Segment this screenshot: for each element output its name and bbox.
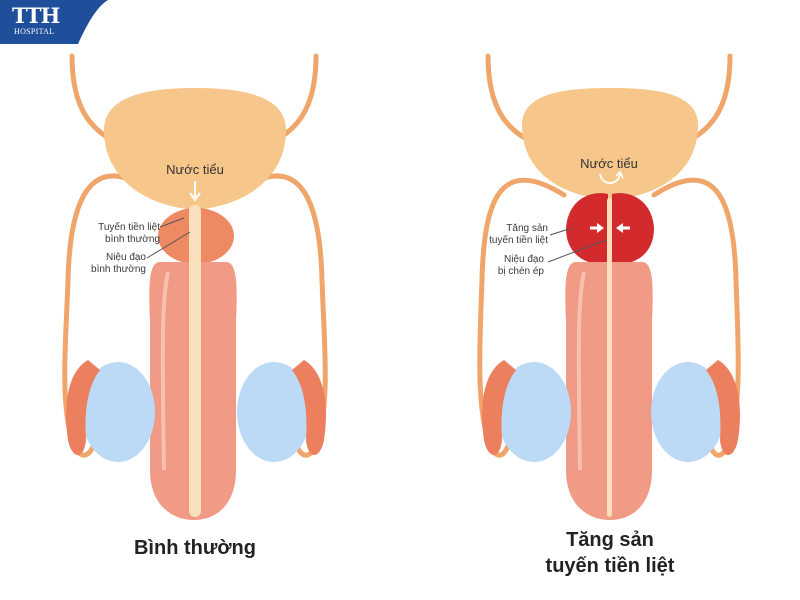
enlarged-caption-line2: tuyến tiền liệt	[545, 555, 675, 577]
enlarged-gland-label-line1: Tăng sản	[506, 223, 548, 234]
logo-text: TTH	[12, 3, 60, 28]
logo-subtext: HOSPITAL	[14, 27, 55, 36]
enlarged-urethra-label-line2: bị chèn ép	[497, 266, 544, 277]
enlarged-gland-label-line2: tuyến tiền liệt	[489, 235, 548, 246]
enlarged-anatomy-illustration	[477, 53, 741, 520]
normal-urethra-label-line1: Niệu đạo	[105, 252, 146, 263]
normal-anatomy-panel: Nước tiểu Tuyến tiền liệt bình thường Ni…	[62, 53, 328, 559]
normal-urethra-label-line2: bình thường	[91, 264, 146, 275]
urine-label: Nước tiểu	[166, 162, 224, 177]
enlarged-urethra-label-line1: Niệu đạo	[503, 254, 544, 265]
enlarged-caption-line1: Tăng sản	[566, 529, 654, 551]
urine-label-enlarged: Nước tiểu	[580, 156, 638, 171]
normal-gland-label-line2: bình thường	[105, 234, 160, 245]
enlarged-anatomy-panel: Nước tiểu Tăng sản tuyến tiền liệt Niệu …	[400, 0, 800, 600]
hospital-logo: TTH HOSPITAL	[0, 0, 108, 44]
normal-caption: Bình thường	[133, 537, 256, 559]
normal-anatomy-illustration	[62, 53, 328, 520]
normal-gland-label-line1: Tuyến tiền liệt	[98, 222, 160, 233]
logo-badge	[0, 0, 108, 44]
